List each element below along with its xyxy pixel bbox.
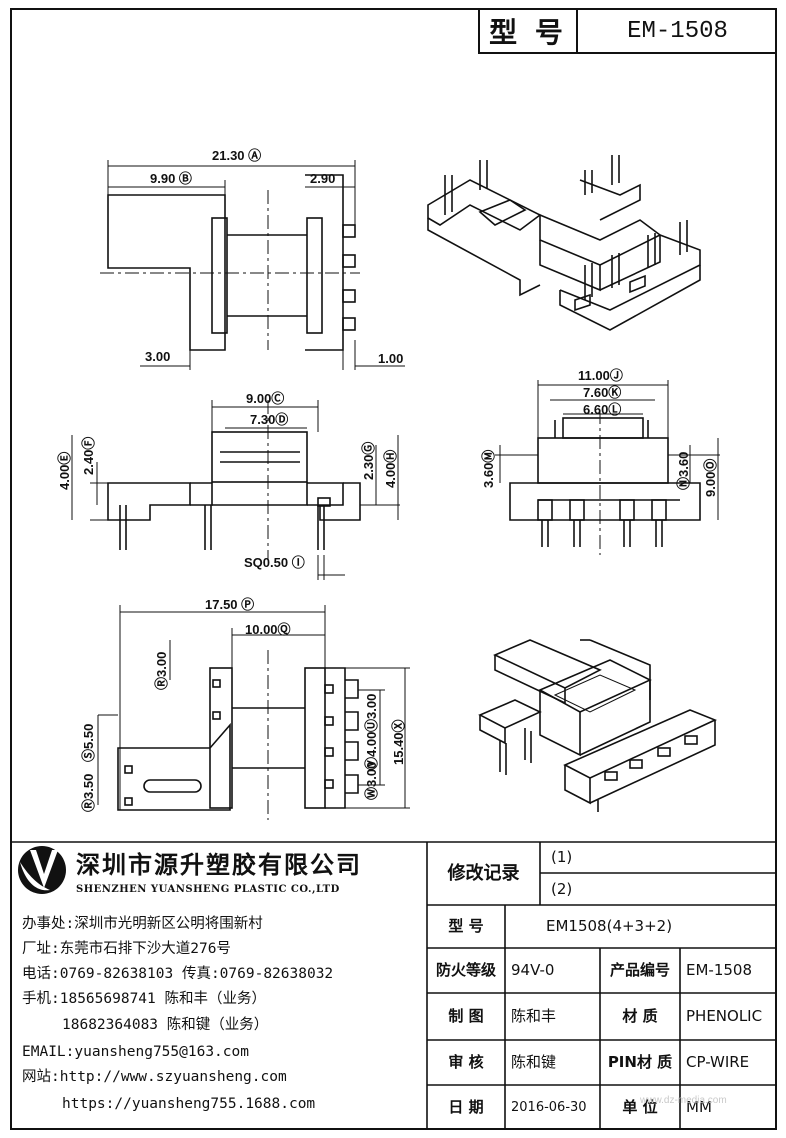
website-1: 网站:http://www.szyuansheng.com <box>22 1069 287 1085</box>
mobile-2: 18682364083 陈和键（业务） <box>62 1017 269 1033</box>
dim-3-00-w: Ⓦ3.00 <box>364 761 379 800</box>
fire-rating-label: 防火等级 <box>435 961 496 979</box>
unit-value: MM <box>686 1098 712 1116</box>
dim-3-00-r: Ⓡ3.00 <box>154 651 169 690</box>
company-logo <box>18 846 66 894</box>
dim-9-90: 9.90 Ⓑ <box>150 171 192 186</box>
factory-address: 厂址:东莞市石排下沙大道276号 <box>22 941 231 957</box>
company-name-en: SHENZHEN YUANSHENG PLASTIC CO.,LTD <box>76 884 340 895</box>
dim-2-30: 2.30Ⓖ <box>361 441 376 480</box>
pin-material-value: CP-WIRE <box>686 1053 750 1071</box>
dim-4-00-h: 4.00Ⓗ <box>383 449 398 488</box>
product-no-value: EM-1508 <box>686 961 753 979</box>
dim-7-30: 7.30Ⓓ <box>250 412 289 427</box>
date-value: 2016-06-30 <box>511 1100 587 1115</box>
dim-3-60-n: Ⓝ3.60 <box>676 451 691 490</box>
title-block-grid <box>10 841 777 1130</box>
iso-view-top <box>427 155 701 331</box>
check-value: 陈和键 <box>511 1053 557 1071</box>
bottom-view <box>97 605 410 820</box>
pin-material-label: PIN材 质 <box>607 1053 673 1071</box>
date-label: 日 期 <box>448 1098 484 1116</box>
table-model-label: 型 号 <box>448 917 484 935</box>
dim-3-00: 3.00 <box>145 349 171 364</box>
phone-fax: 电话:0769-82638103 传真:0769-82638032 <box>22 966 334 982</box>
dim-3-60-m: 3.60Ⓜ <box>481 449 496 488</box>
dim-9-00: 9.00Ⓒ <box>246 391 285 406</box>
dim-10-00: 10.00Ⓠ <box>245 622 291 637</box>
model-label: 型 号 <box>480 10 578 52</box>
product-no-label: 产品编号 <box>609 961 670 979</box>
material-value: PHENOLIC <box>686 1007 763 1025</box>
check-label: 审 核 <box>448 1053 484 1071</box>
dim-11-00: 11.00Ⓙ <box>578 368 623 383</box>
dim-3-50: Ⓡ3.50 <box>81 773 96 812</box>
office-address: 办事处:深圳市光明新区公明将围新村 <box>22 916 263 932</box>
email: EMAIL:yuansheng755@163.com <box>22 1044 249 1060</box>
model-title-box: 型 号 EM-1508 <box>478 10 777 54</box>
table-model-value: EM1508(4+3+2) <box>546 917 673 935</box>
watermark: www.dz-media.com <box>640 1095 727 1106</box>
revision-1: (1) <box>551 848 573 866</box>
dim-15-40: 15.40Ⓧ <box>391 719 406 765</box>
dim-9-00-o: 9.00Ⓞ <box>703 458 718 497</box>
revision-2: (2) <box>551 879 573 898</box>
iso-view-bottom <box>478 639 718 812</box>
dim-6-60: 6.60Ⓛ <box>583 402 622 417</box>
mobile-1: 手机:18565698741 陈和丰（业务） <box>22 991 266 1007</box>
dim-5-50: Ⓢ5.50 <box>81 723 96 762</box>
fire-rating-value: 94V-0 <box>511 961 555 979</box>
top-view <box>100 160 405 370</box>
drawn-value: 陈和丰 <box>511 1007 557 1025</box>
unit-label: 单 位 <box>622 1098 658 1116</box>
website-2: https://yuansheng755.1688.com <box>62 1096 316 1112</box>
company-name-cn: 深圳市源升塑胶有限公司 <box>76 851 362 879</box>
dim-17-50: 17.50 Ⓟ <box>205 597 255 612</box>
drawing-sheet <box>10 8 777 1130</box>
dim-sq0-50: SQ0.50 Ⓘ <box>244 555 305 570</box>
side-view <box>495 380 720 555</box>
dim-2-90: 2.90 <box>310 171 336 186</box>
material-label: 材 质 <box>622 1007 658 1025</box>
dim-7-60: 7.60Ⓚ <box>583 385 622 400</box>
dim-21-30: 21.30 Ⓐ <box>212 148 262 163</box>
model-value: EM-1508 <box>627 17 728 45</box>
revision-label: 修改记录 <box>447 862 520 884</box>
dim-4-00-e: 4.00Ⓔ <box>57 451 72 490</box>
drawn-label: 制 图 <box>448 1007 484 1025</box>
dim-2-40: 2.40Ⓕ <box>81 436 96 475</box>
dim-1-00: 1.00 <box>378 351 404 366</box>
dim-3-00-u: Ⓤ3.00 <box>364 693 379 732</box>
front-view <box>71 400 400 580</box>
